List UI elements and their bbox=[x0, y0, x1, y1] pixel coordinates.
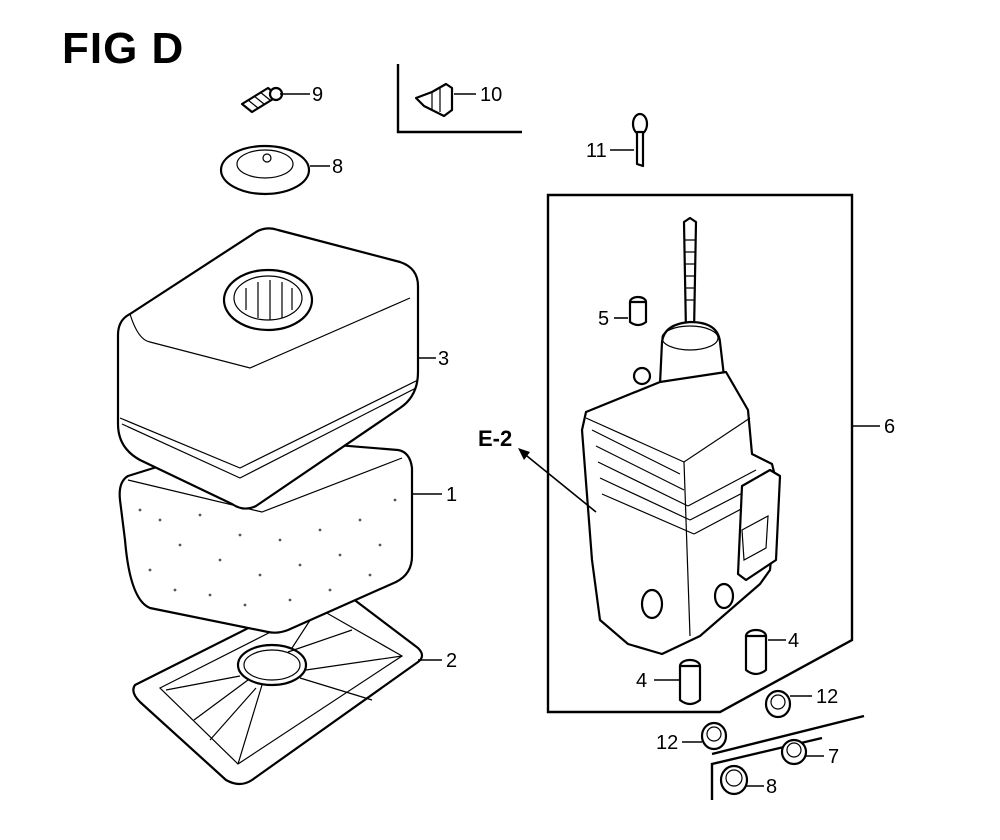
callout-12-upper: 12 bbox=[816, 686, 838, 708]
hollow-dowel-lower bbox=[678, 658, 702, 706]
callout-10: 10 bbox=[480, 84, 502, 106]
stud-bolt bbox=[240, 86, 284, 114]
flange-nut-lower bbox=[700, 721, 728, 751]
cap-nut-left bbox=[719, 764, 749, 796]
callout-4-lower: 4 bbox=[636, 670, 647, 692]
air-cleaner-case bbox=[580, 216, 782, 656]
callout-8-left: 8 bbox=[766, 776, 777, 798]
callout-5: 5 bbox=[598, 308, 609, 330]
wing-nut-cap bbox=[219, 144, 311, 196]
air-filter-element bbox=[118, 436, 414, 634]
callout-6: 6 bbox=[884, 416, 895, 438]
lower-bracket-line bbox=[711, 714, 865, 756]
callout-8-right: 7 bbox=[828, 746, 839, 768]
callout-2: 2 bbox=[446, 650, 457, 672]
flange-nut-upper bbox=[764, 689, 792, 719]
callout-7: 8 bbox=[332, 156, 343, 178]
hollow-dowel-upper bbox=[744, 628, 768, 676]
callout-1: 1 bbox=[446, 484, 457, 506]
reference-e2: E-2 bbox=[478, 426, 512, 451]
callout-11: 11 bbox=[586, 140, 607, 162]
callout-3: 3 bbox=[438, 348, 449, 370]
sleeve bbox=[628, 295, 648, 327]
figure-title: FIG D bbox=[62, 24, 185, 73]
callout-12-lower: 12 bbox=[656, 732, 678, 754]
air-cleaner-cover bbox=[116, 227, 420, 510]
callout-labels: 9 10 8 3 1 2 11 5 6 4 4 12 12 7 8 E-2 bbox=[312, 84, 895, 798]
assembly-frame bbox=[546, 193, 854, 714]
air-filter-base-grid bbox=[132, 587, 424, 786]
clip-part bbox=[396, 64, 522, 134]
screw bbox=[631, 112, 649, 168]
callout-4-upper: 4 bbox=[788, 630, 799, 652]
leader-lines bbox=[280, 93, 880, 787]
callout-9: 9 bbox=[312, 84, 323, 106]
cap-nut-right bbox=[780, 738, 808, 766]
